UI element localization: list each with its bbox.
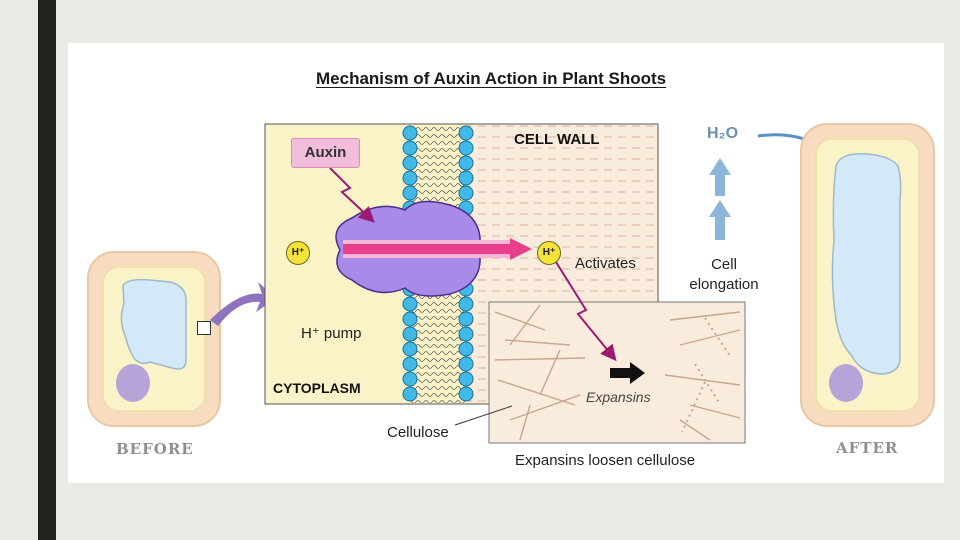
after-vacuole — [831, 153, 902, 375]
cellulose-pointer — [454, 405, 513, 426]
after-label: AFTER — [836, 439, 899, 457]
before-nucleus — [116, 364, 150, 402]
slide-accent-bar — [38, 0, 56, 540]
expansin-inset — [488, 301, 746, 444]
cellulose-label: Cellulose — [387, 424, 449, 441]
h-ion-badge-left: H⁺ — [286, 241, 310, 265]
after-nucleus — [829, 364, 863, 402]
h-ion-badge-right: H⁺ — [537, 241, 561, 265]
diagram-title: Mechanism of Auxin Action in Plant Shoot… — [316, 69, 667, 88]
auxin-label: Auxin — [291, 138, 360, 168]
expansin-arrow — [610, 362, 645, 384]
after-cell — [800, 123, 935, 427]
placeholder-box — [197, 321, 211, 335]
zoom-arrow — [210, 282, 276, 326]
elongation-arrows — [709, 158, 731, 240]
h-pump-label: H⁺ pump — [301, 325, 362, 342]
before-cell — [87, 251, 221, 427]
cell-elongation-label: Cell elongation — [689, 256, 759, 293]
before-vacuole — [120, 278, 187, 370]
activates-label: Activates — [575, 255, 636, 272]
activation-arrow — [555, 261, 617, 362]
proton-arrow — [343, 238, 532, 260]
expansins-loosen-label: Expansins loosen cellulose — [515, 452, 696, 469]
expansins-label: Expansins — [586, 389, 651, 405]
before-label: BEFORE — [116, 440, 194, 458]
cell-wall-label: CELL WALL — [514, 131, 600, 148]
water-label: H₂O — [707, 125, 739, 142]
cytoplasm-label: CYTOPLASM — [273, 380, 361, 396]
auxin-signal-arrow — [329, 167, 375, 223]
